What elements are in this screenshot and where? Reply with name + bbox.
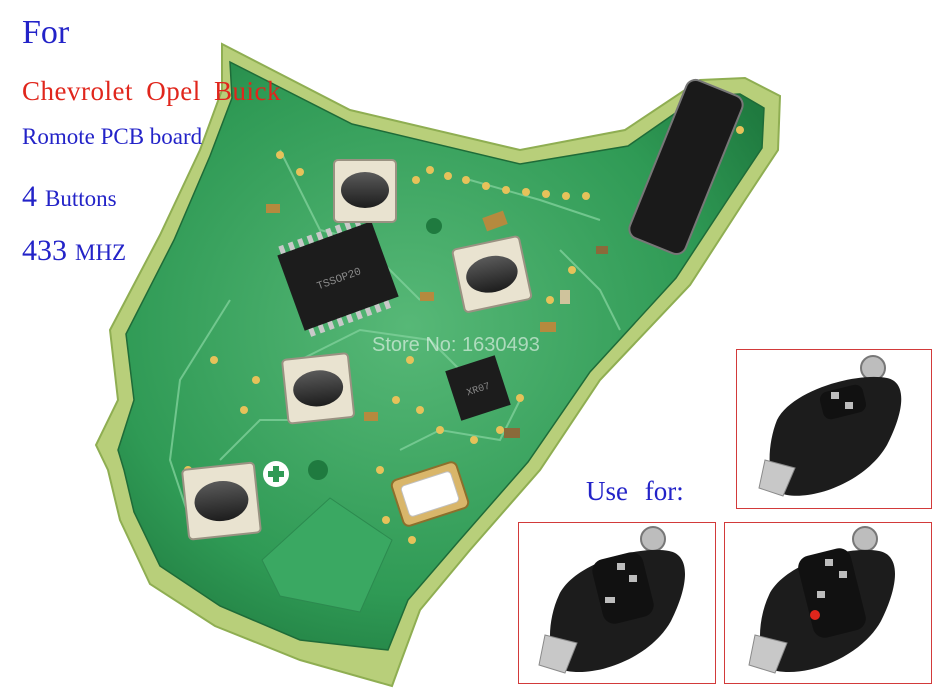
mounting-hole — [308, 460, 328, 480]
brand-list: Chevrolet Opel Buick — [22, 76, 281, 106]
key-fob-3-button-frame — [518, 522, 716, 684]
heading-for: For — [22, 14, 70, 51]
frequency-unit: MHZ — [75, 240, 127, 265]
mounting-hole-top — [426, 218, 442, 234]
frequency-spec: 433 MHZ — [22, 234, 126, 268]
panic-button-icon — [810, 610, 820, 620]
pcb-button-4 — [181, 461, 262, 541]
store-watermark: Store No: 1630493 — [372, 334, 540, 356]
main-ic-chip: TSSOP20 — [277, 217, 399, 337]
plus-marking — [263, 461, 289, 487]
buttons-count: 4 — [22, 180, 37, 213]
ground-pad — [261, 497, 393, 613]
pcb-button-3 — [281, 352, 355, 425]
crystal-oscillator — [390, 461, 470, 527]
buttons-spec: 4 Buttons — [22, 180, 117, 214]
antenna-component — [628, 78, 744, 256]
key-fob-2-button — [758, 355, 902, 497]
key-fob-3-button — [538, 526, 685, 674]
buttons-word: Buttons — [45, 186, 117, 211]
pcb-button-1 — [333, 159, 397, 223]
use-for-label: Use for: — [586, 476, 684, 506]
smd-components — [266, 204, 608, 438]
small-ic-chip: XR07 — [445, 355, 511, 421]
key-fob-panic-button — [748, 526, 895, 674]
frequency-number: 433 — [22, 234, 67, 267]
pcb-button-2 — [451, 235, 533, 313]
key-fob-panic-button-frame — [724, 522, 932, 684]
key-fob-2-button-frame — [736, 349, 932, 509]
board-description: Romote PCB board — [22, 124, 203, 149]
